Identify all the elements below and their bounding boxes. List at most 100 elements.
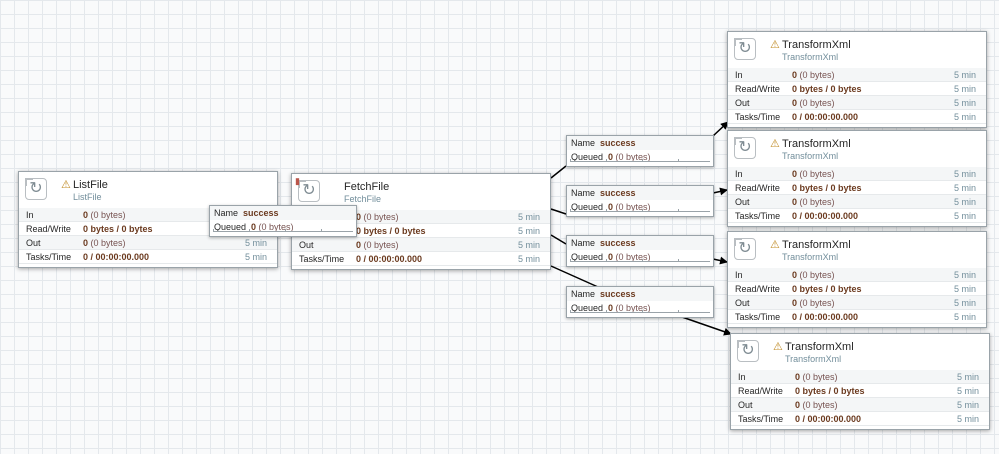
stat-label: Out bbox=[735, 98, 750, 108]
connection-label-listfile-fetchfile[interactable]: Name success Queued 0 (0 bytes) bbox=[209, 205, 357, 237]
warning-icon: ⚠ bbox=[773, 341, 783, 353]
stat-label: Tasks/Time bbox=[299, 254, 345, 264]
connection-queued-value: 0 (0 bytes) bbox=[608, 303, 651, 313]
warning-icon: ⚠ bbox=[770, 239, 780, 251]
processor-type: TransformXml bbox=[785, 354, 842, 364]
connection-queued-row: Queued 0 (0 bytes) bbox=[567, 150, 713, 164]
stat-label: In bbox=[735, 270, 743, 280]
stat-value: 0 bytes / 0 bytes bbox=[83, 224, 153, 234]
stat-row-tasks-time: Tasks/Time 0 / 00:00:00.000 5 min bbox=[731, 412, 989, 426]
queue-progress-bar bbox=[570, 209, 710, 212]
stat-value: 0 / 00:00:00.000 bbox=[795, 414, 862, 424]
stat-row-in: In 0 (0 bytes) 5 min bbox=[731, 370, 989, 384]
connection-queued-row: Queued 0 (0 bytes) bbox=[567, 200, 713, 214]
processor-name: TransformXml bbox=[782, 138, 851, 150]
stat-window: 5 min bbox=[517, 240, 540, 250]
stat-row-tasks-time: Tasks/Time 0 / 00:00:00.000 5 min bbox=[19, 250, 277, 264]
stat-label: Tasks/Time bbox=[735, 211, 781, 221]
stat-row-tasks-time: Tasks/Time 0 / 00:00:00.000 5 min bbox=[728, 209, 986, 223]
stat-row-tasks-time: Tasks/Time 0 / 00:00:00.000 5 min bbox=[728, 110, 986, 124]
processor-type: TransformXml bbox=[782, 151, 839, 161]
processor-stats: In 0 (0 bytes) 5 min Read/Write 0 bytes … bbox=[731, 370, 989, 426]
stat-row-out: Out 0 (0 bytes) 5 min bbox=[19, 236, 277, 250]
connection-queued-row: Queued 0 (0 bytes) bbox=[567, 301, 713, 315]
processor-transformxml-1[interactable]: ↻ ⚠ TransformXml TransformXml In 0 (0 by… bbox=[727, 31, 987, 128]
processor-stats: In 0 (0 bytes) 5 min Read/Write 0 bytes … bbox=[728, 68, 986, 124]
processor-name: TransformXml bbox=[782, 39, 851, 51]
connection-name-row: Name success bbox=[567, 287, 713, 301]
stat-window: 5 min bbox=[517, 226, 540, 236]
stat-window: 5 min bbox=[953, 112, 976, 122]
stat-row-in: In 0 (0 bytes) 5 min bbox=[728, 68, 986, 82]
stat-label: In bbox=[738, 372, 746, 382]
warning-icon: ⚠ bbox=[770, 138, 780, 150]
stat-value: 0 (0 bytes) bbox=[356, 212, 399, 222]
connection-name-label: Name bbox=[571, 238, 596, 248]
processor-name: TransformXml bbox=[782, 239, 851, 251]
queue-progress-bar bbox=[570, 259, 710, 262]
stat-value: 0 bytes / 0 bytes bbox=[792, 284, 862, 294]
stat-value: 0 / 00:00:00.000 bbox=[792, 112, 859, 122]
connection-label-fetch-transform4[interactable]: Name success Queued 0 (0 bytes) bbox=[566, 286, 714, 318]
processor-type: TransformXml bbox=[782, 252, 839, 262]
connection-queued-label: Queued bbox=[214, 222, 247, 232]
connection-label-fetch-transform3[interactable]: Name success Queued 0 (0 bytes) bbox=[566, 235, 714, 267]
stat-window: 5 min bbox=[244, 252, 267, 262]
stat-label: Read/Write bbox=[735, 284, 780, 294]
stat-window: 5 min bbox=[517, 254, 540, 264]
stat-value: 0 / 00:00:00.000 bbox=[792, 211, 859, 221]
stat-value: 0 (0 bytes) bbox=[792, 197, 835, 207]
stat-window: 5 min bbox=[953, 84, 976, 94]
processor-fetchfile[interactable]: ↻ ▮ FetchFile FetchFile In 0 (0 bytes) 5… bbox=[291, 173, 551, 270]
stat-window: 5 min bbox=[953, 270, 976, 280]
stat-label: Read/Write bbox=[735, 84, 780, 94]
stat-row-read-write: Read/Write 0 bytes / 0 bytes 5 min bbox=[728, 181, 986, 195]
processor-transformxml-4[interactable]: ↻ ⚠ TransformXml TransformXml In 0 (0 by… bbox=[730, 333, 990, 430]
connection-name-value: success bbox=[243, 208, 279, 218]
processor-refresh-icon: ↻ bbox=[25, 178, 47, 200]
stat-value: 0 bytes / 0 bytes bbox=[792, 183, 862, 193]
processor-transformxml-3[interactable]: ↻ ⚠ TransformXml TransformXml In 0 (0 by… bbox=[727, 231, 987, 328]
connection-name-row: Name success bbox=[567, 186, 713, 200]
stat-value: 0 bytes / 0 bytes bbox=[356, 226, 426, 236]
stat-window: 5 min bbox=[953, 197, 976, 207]
stat-window: 5 min bbox=[953, 70, 976, 80]
stat-label: Out bbox=[26, 238, 41, 248]
stat-value: 0 (0 bytes) bbox=[792, 98, 835, 108]
stat-label: In bbox=[735, 169, 743, 179]
processor-type: FetchFile bbox=[344, 194, 382, 204]
connection-label-fetch-transform2[interactable]: Name success Queued 0 (0 bytes) bbox=[566, 185, 714, 217]
connection-name-row: Name success bbox=[210, 206, 356, 220]
connection-label-fetch-transform1[interactable]: Name success Queued 0 (0 bytes) bbox=[566, 135, 714, 167]
processor-refresh-icon: ↻ bbox=[734, 38, 756, 60]
stat-row-out: Out 0 (0 bytes) 5 min bbox=[292, 238, 550, 252]
stat-row-out: Out 0 (0 bytes) 5 min bbox=[731, 398, 989, 412]
stat-label: Tasks/Time bbox=[738, 414, 784, 424]
stat-window: 5 min bbox=[953, 98, 976, 108]
stat-label: Tasks/Time bbox=[735, 312, 781, 322]
processor-refresh-icon: ↻ bbox=[298, 180, 320, 202]
stat-label: Tasks/Time bbox=[735, 112, 781, 122]
queue-progress-bar bbox=[213, 229, 353, 232]
stat-row-tasks-time: Tasks/Time 0 / 00:00:00.000 5 min bbox=[292, 252, 550, 266]
stat-row-out: Out 0 (0 bytes) 5 min bbox=[728, 195, 986, 209]
connection-queued-value: 0 (0 bytes) bbox=[608, 252, 651, 262]
stat-value: 0 (0 bytes) bbox=[792, 70, 835, 80]
stat-row-in: In 0 (0 bytes) 5 min bbox=[728, 268, 986, 282]
stat-value: 0 bytes / 0 bytes bbox=[795, 386, 865, 396]
connection-name-row: Name success bbox=[567, 236, 713, 250]
warning-icon: ⚠ bbox=[61, 179, 71, 191]
stat-value: 0 (0 bytes) bbox=[83, 210, 126, 220]
stat-window: 5 min bbox=[953, 312, 976, 322]
stat-label: Read/Write bbox=[26, 224, 71, 234]
stat-row-read-write: Read/Write 0 bytes / 0 bytes 5 min bbox=[731, 384, 989, 398]
stat-label: Read/Write bbox=[735, 183, 780, 193]
connection-queued-row: Queued 0 (0 bytes) bbox=[567, 250, 713, 264]
stat-window: 5 min bbox=[953, 183, 976, 193]
processor-type: ListFile bbox=[73, 192, 102, 202]
stat-row-in: In 0 (0 bytes) 5 min bbox=[728, 167, 986, 181]
stat-window: 5 min bbox=[956, 372, 979, 382]
processor-transformxml-2[interactable]: ↻ ⚠ TransformXml TransformXml In 0 (0 by… bbox=[727, 130, 987, 227]
stat-label: Out bbox=[735, 197, 750, 207]
stat-label: Read/Write bbox=[738, 386, 783, 396]
